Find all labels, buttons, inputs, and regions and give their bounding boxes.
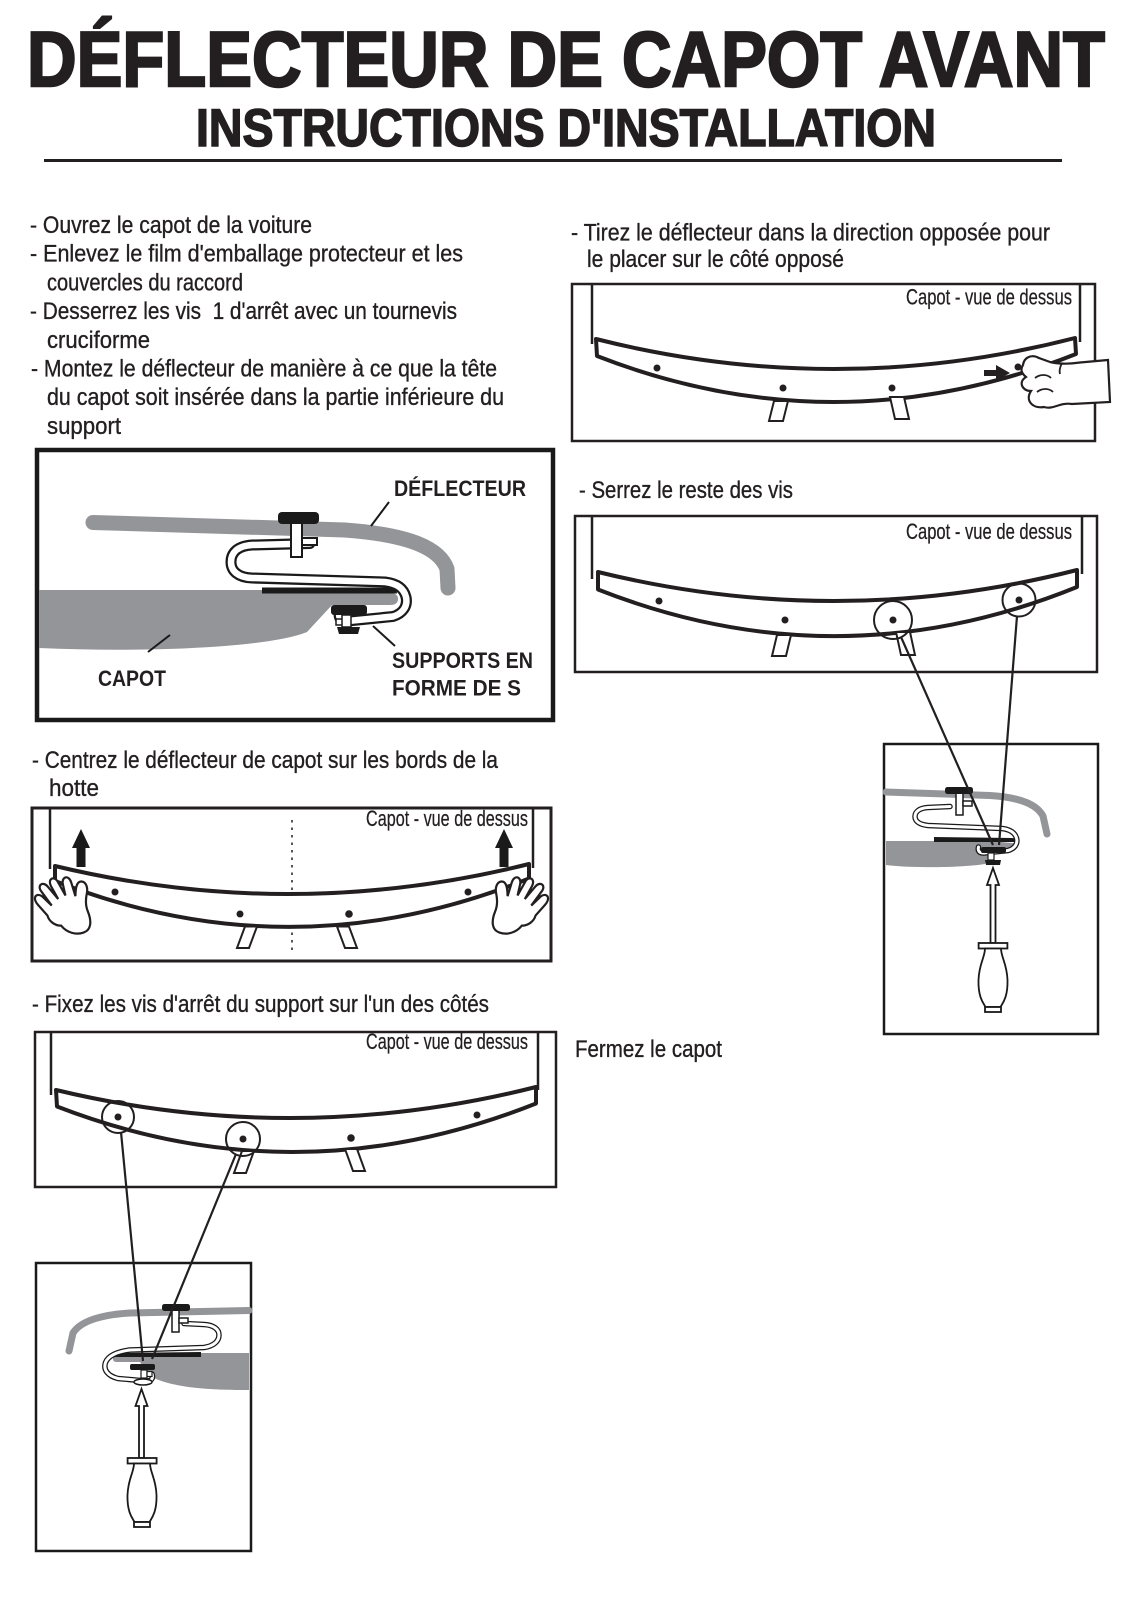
svg-text:- Centrez le déflecteur de cap: - Centrez le déflecteur de capot sur les… — [32, 747, 499, 774]
svg-text:du capot soit insérée dans la: du capot soit insérée dans la partie inf… — [47, 384, 504, 411]
svg-text:- Enlevez le film d'emballage: - Enlevez le film d'emballage protecteur… — [30, 241, 463, 268]
svg-text:- Tirez le déflecteur dans la: - Tirez le déflecteur dans la direction … — [571, 220, 1050, 247]
svg-text:couvercles du raccord: couvercles du raccord — [47, 269, 243, 296]
svg-text:INSTRUCTIONS D'INSTALLATION: INSTRUCTIONS D'INSTALLATION — [196, 99, 936, 158]
svg-text:Capot - vue de dessus: Capot - vue de dessus — [366, 806, 528, 831]
svg-text:hotte: hotte — [49, 775, 99, 802]
svg-text:Capot - vue de dessus: Capot - vue de dessus — [906, 285, 1072, 310]
svg-text:- Fixez les vis d'arrêt du sup: - Fixez les vis d'arrêt du support sur l… — [32, 991, 489, 1018]
svg-text:- Montez le déflecteur de mani: - Montez le déflecteur de manière à ce q… — [31, 356, 497, 383]
svg-text:FORME DE S: FORME DE S — [392, 675, 521, 700]
svg-text:DÉFLECTEUR DE CAPOT AVANT: DÉFLECTEUR DE CAPOT AVANT — [27, 15, 1105, 103]
svg-text:Fermez le capot: Fermez le capot — [575, 1036, 722, 1063]
svg-text:Capot - vue de dessus: Capot - vue de dessus — [906, 519, 1072, 544]
svg-text:SUPPORTS EN: SUPPORTS EN — [392, 648, 533, 673]
svg-text:le placer sur le côté opposé: le placer sur le côté opposé — [587, 246, 844, 273]
svg-text:Capot - vue de dessus: Capot - vue de dessus — [366, 1029, 528, 1054]
svg-text:cruciforme: cruciforme — [47, 327, 150, 354]
svg-text:- Serrez le reste des vis: - Serrez le reste des vis — [579, 477, 793, 504]
svg-text:- Desserrez les vis 1 d'arrêt: - Desserrez les vis 1 d'arrêt avec un to… — [30, 298, 457, 325]
svg-text:support: support — [47, 413, 121, 440]
svg-text:DÉFLECTEUR: DÉFLECTEUR — [394, 476, 526, 501]
svg-text:- Ouvrez le capot de la voitur: - Ouvrez le capot de la voiture — [30, 212, 312, 239]
svg-text:CAPOT: CAPOT — [98, 666, 166, 691]
